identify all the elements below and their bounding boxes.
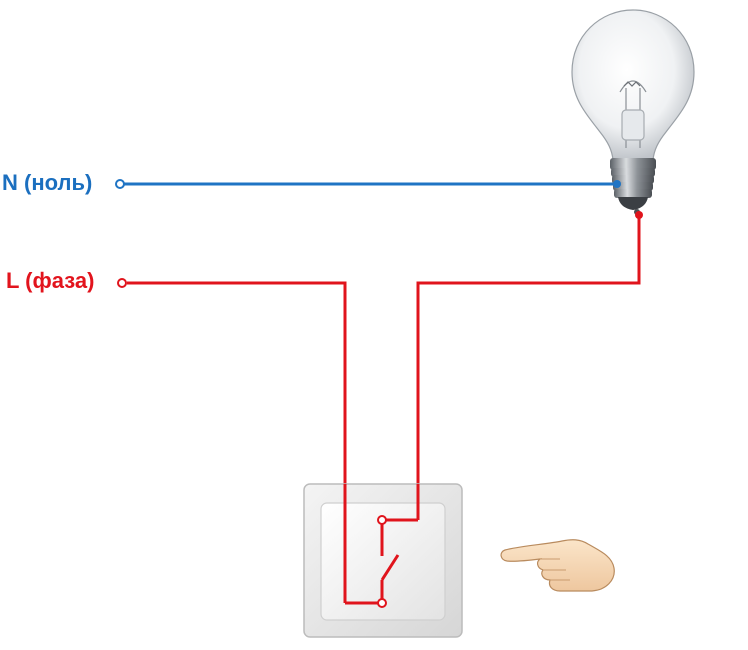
neutral-bulb-contact: [613, 180, 621, 188]
switch-contact-bottom: [377, 598, 387, 608]
switch-contact-top: [377, 515, 387, 525]
bulb-filament: [619, 80, 647, 148]
neutral-wire: [115, 179, 621, 189]
neutral-terminal-icon: [115, 179, 125, 189]
switch-key: [320, 502, 446, 621]
phase-terminal-icon: [117, 278, 127, 288]
neutral-label: N (ноль): [2, 170, 93, 195]
wall-switch-icon: [303, 483, 463, 638]
bulb-base: [610, 158, 656, 215]
phase-bulb-contact: [635, 211, 643, 219]
light-bulb-icon: [571, 9, 695, 215]
pointing-hand-icon: [500, 539, 615, 592]
phase-label: L (фаза): [6, 268, 95, 293]
